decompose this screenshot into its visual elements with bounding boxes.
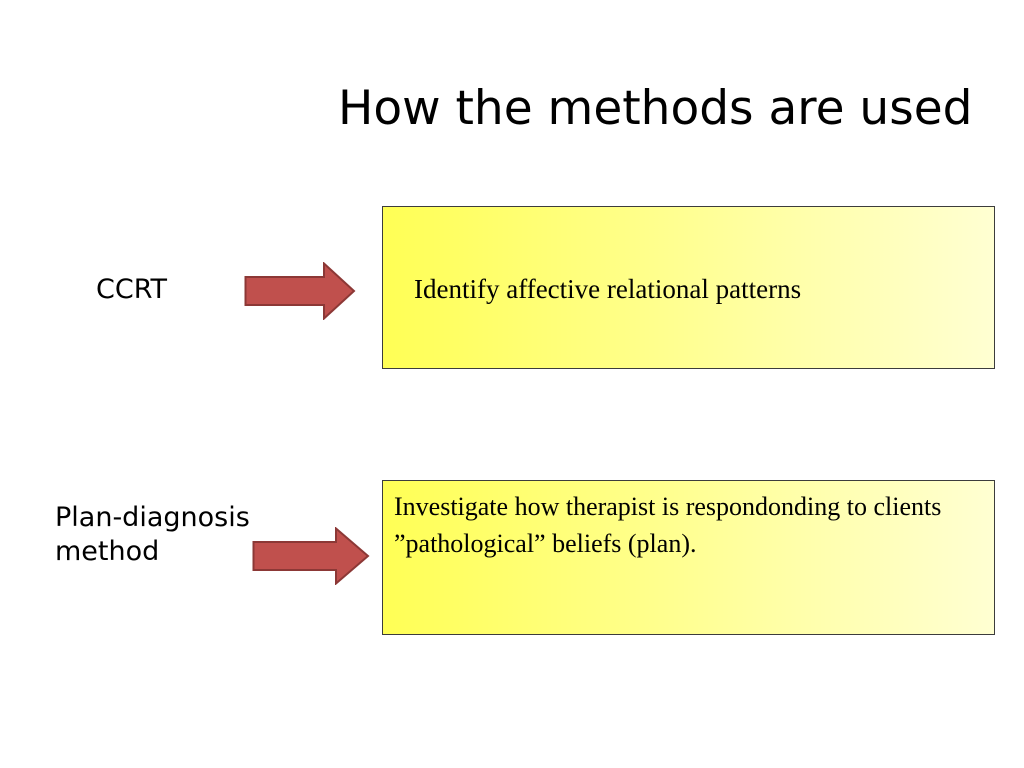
method-label-line2: method [55,536,160,567]
method-label-text: CCRT [96,274,167,305]
description-box-ccrt: Identify affective relational patterns [382,206,995,369]
method-label-ccrt: CCRT [96,273,167,307]
right-arrow-icon [252,527,370,585]
method-label-line1: Plan-diagnosis [55,502,250,533]
slide-title: How the methods are used [338,81,973,136]
description-box-plan-diagnosis: Investigate how therapist is respondondi… [382,480,995,635]
method-label-plan-diagnosis: Plan-diagnosis method [55,501,250,569]
right-arrow-icon [244,262,356,320]
description-text-ccrt: Identify affective relational patterns [414,274,802,304]
description-text-plan-diagnosis: Investigate how therapist is respondondi… [394,492,942,558]
